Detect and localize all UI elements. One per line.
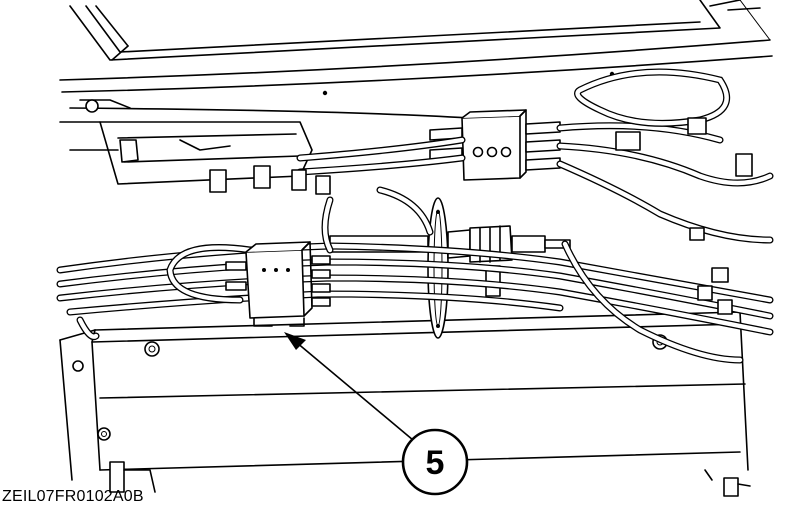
harness-bracket-left bbox=[59, 99, 313, 185]
bolt bbox=[97, 427, 111, 441]
terminal-fittings bbox=[209, 117, 753, 315]
figure-id: ZEIL07FR0102A0B bbox=[2, 488, 144, 505]
wire-harness bbox=[56, 68, 774, 364]
bolt bbox=[144, 341, 160, 357]
connector-block-upper bbox=[429, 109, 561, 181]
bolt bbox=[72, 360, 84, 372]
callout-circle bbox=[401, 428, 469, 496]
upper-panel bbox=[59, 0, 773, 119]
connector-item-5 bbox=[225, 241, 331, 327]
callout-number: 5 bbox=[426, 444, 445, 482]
callout-5: 5 bbox=[284, 332, 469, 496]
